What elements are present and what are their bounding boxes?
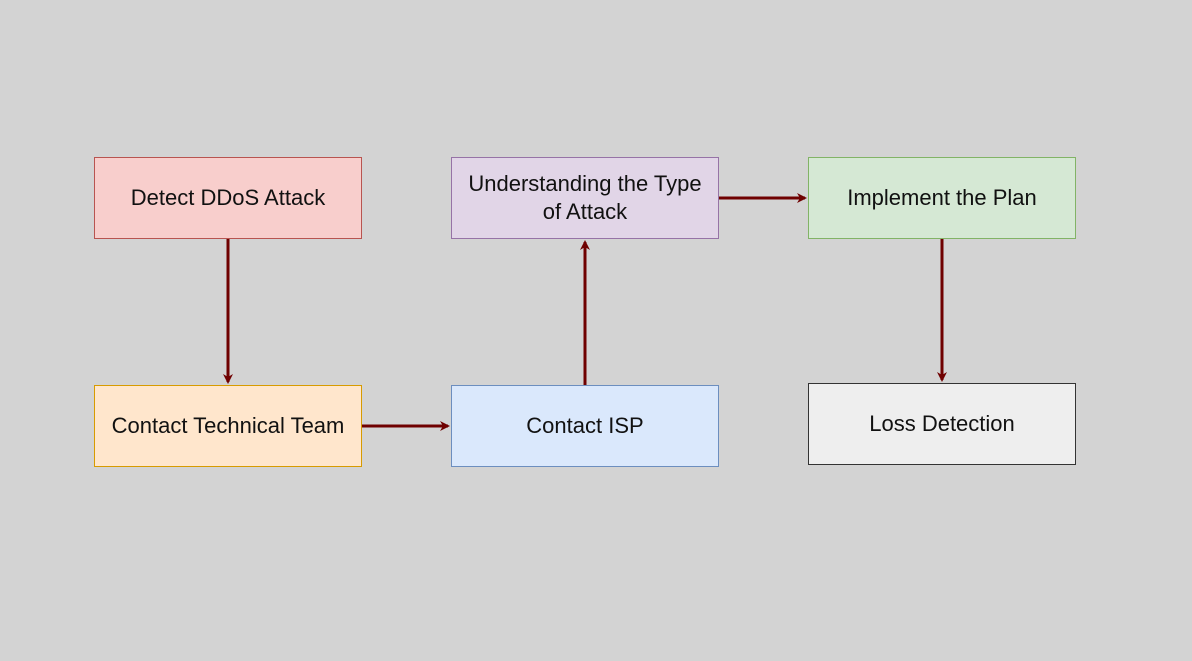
node-label: Contact Technical Team (111, 413, 345, 438)
node-label: Contact ISP (526, 413, 644, 438)
node-detect-ddos-attack[interactable]: Detect DDoS Attack (94, 157, 362, 239)
node-implement-the-plan[interactable]: Implement the Plan (808, 157, 1076, 239)
node-understanding-type-of-attack[interactable]: Understanding the Type of Attack (451, 157, 719, 239)
node-label: Implement the Plan (847, 185, 1037, 210)
node-contact-technical-team[interactable]: Contact Technical Team (94, 385, 362, 467)
node-loss-detection[interactable]: Loss Detection (808, 383, 1076, 465)
node-label: Understanding the Type of Attack (468, 171, 702, 224)
node-label: Loss Detection (869, 411, 1015, 436)
node-label: Detect DDoS Attack (130, 185, 326, 210)
node-contact-isp[interactable]: Contact ISP (451, 385, 719, 467)
